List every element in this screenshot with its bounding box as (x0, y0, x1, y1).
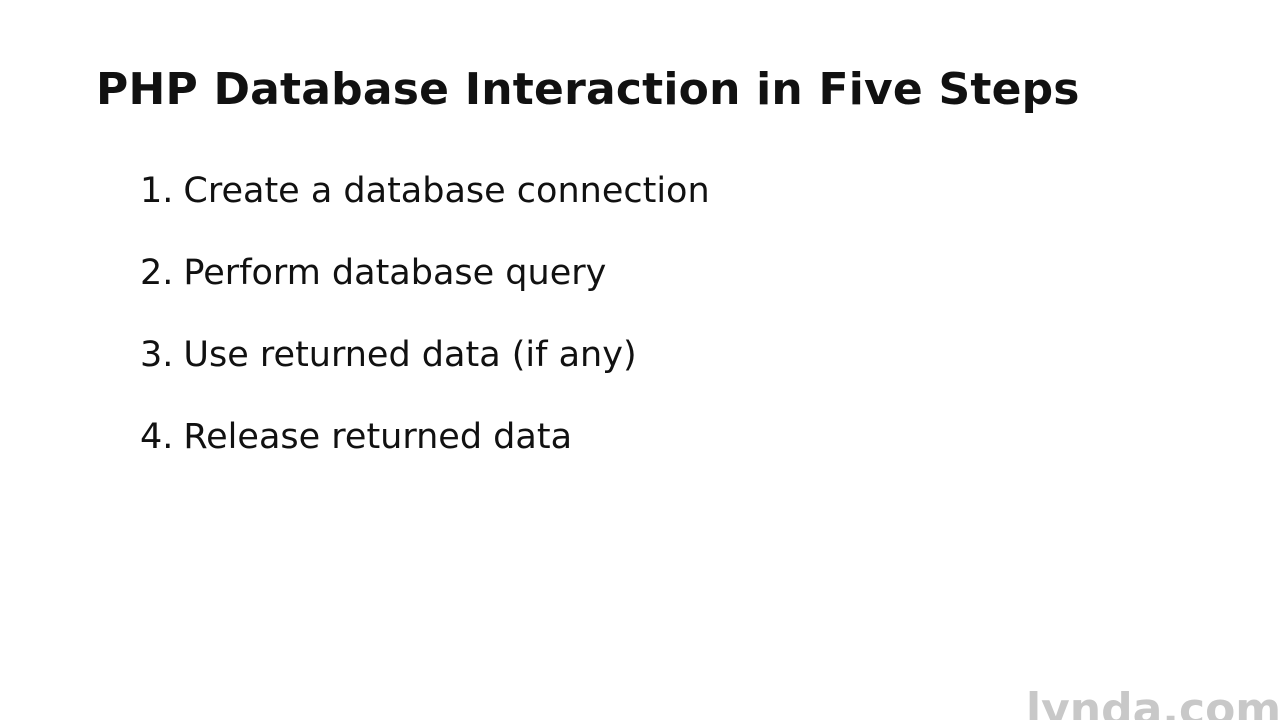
step-text: Use returned data (if any) (183, 335, 637, 375)
step-text: Perform database query (183, 253, 607, 293)
steps-list: 1.Create a database connection 2.Perform… (140, 166, 710, 494)
step-number: 3. (140, 335, 174, 375)
step-text: Create a database connection (183, 171, 710, 211)
step-number: 2. (140, 253, 174, 293)
step-item: 1.Create a database connection (140, 166, 710, 248)
step-number: 1. (140, 171, 174, 211)
step-item: 2.Perform database query (140, 248, 710, 330)
step-item: 3.Use returned data (if any) (140, 330, 710, 412)
step-text: Release returned data (183, 417, 573, 457)
step-item: 4.Release returned data (140, 412, 710, 494)
step-number: 4. (140, 417, 174, 457)
lynda-watermark: lynda.com (1026, 684, 1280, 720)
slide-title: PHP Database Interaction in Five Steps (96, 64, 1080, 115)
